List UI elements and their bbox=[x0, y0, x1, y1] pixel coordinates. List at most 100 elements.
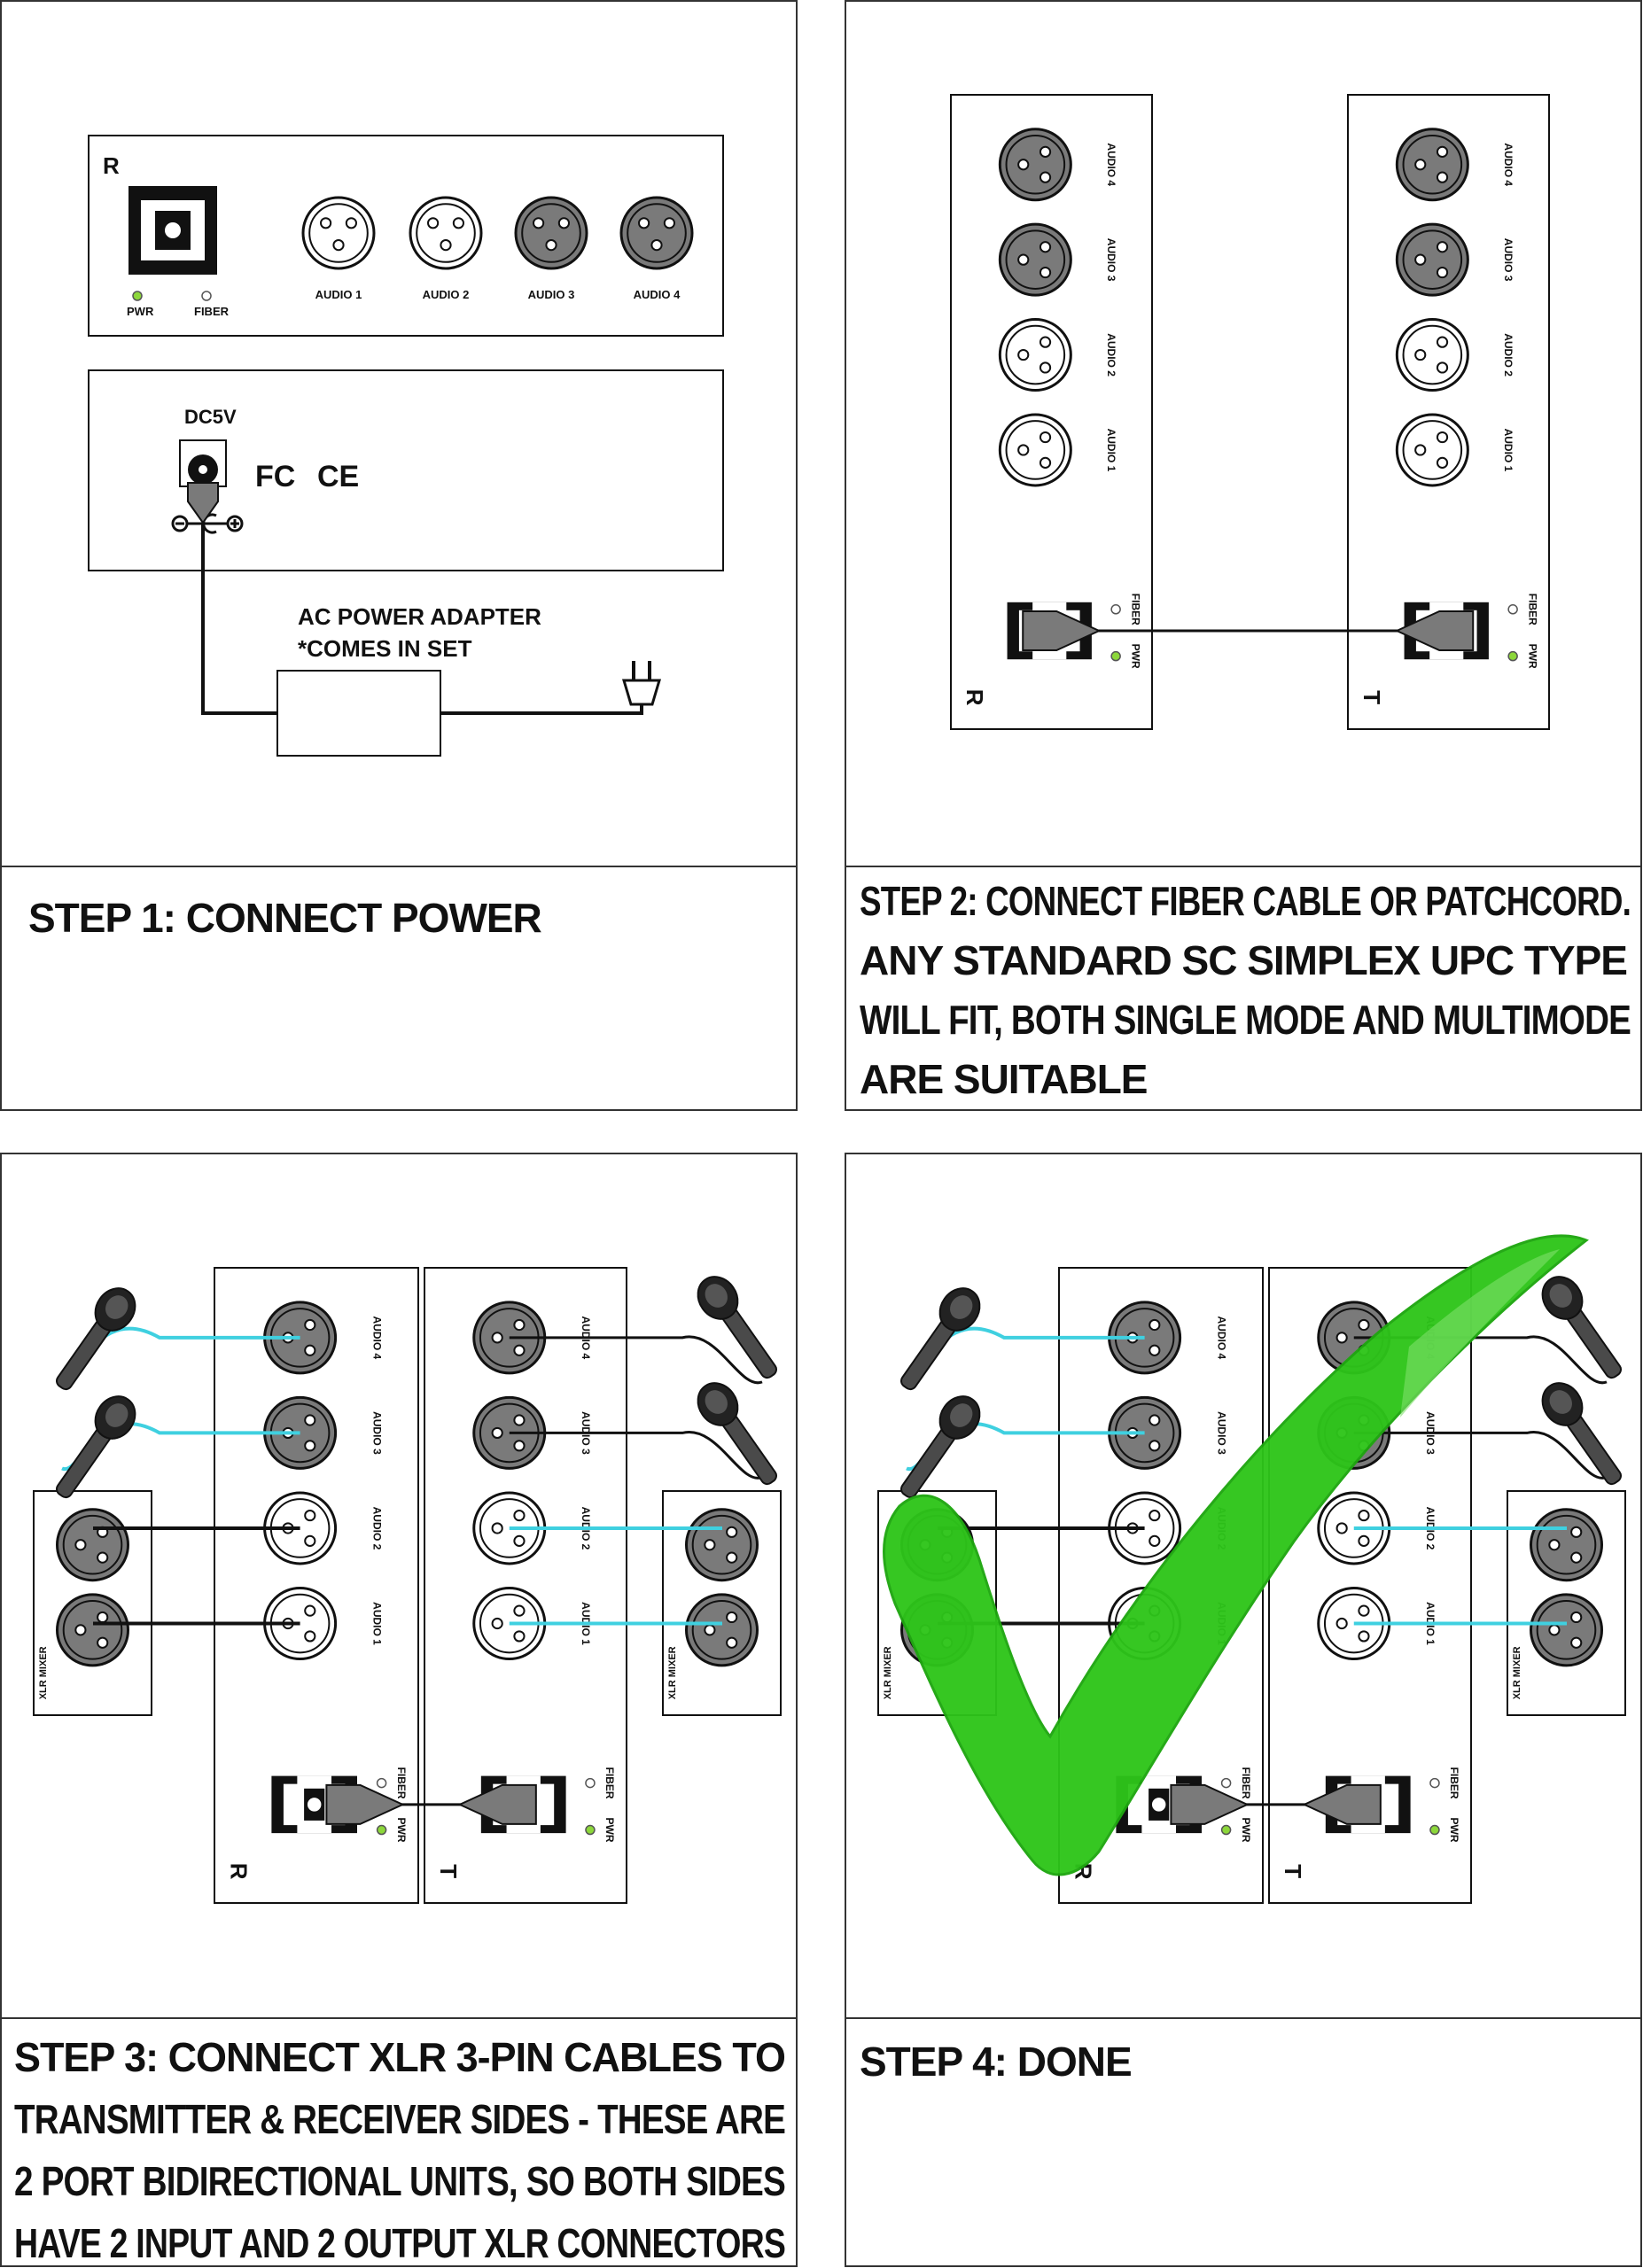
fcc-logo: FC bbox=[255, 460, 295, 493]
mic-grille bbox=[950, 1403, 973, 1427]
xlr-pin bbox=[1039, 336, 1052, 348]
fiber-label: FIBER bbox=[603, 1767, 616, 1799]
xlr-pin bbox=[491, 1522, 503, 1534]
xlr-pin bbox=[74, 1624, 87, 1636]
xlr-body bbox=[1395, 318, 1469, 392]
xlr-pin bbox=[320, 217, 332, 229]
mic-grille bbox=[105, 1295, 128, 1319]
audio-label-2: AUDIO 2 bbox=[1502, 333, 1515, 377]
xlr-pin bbox=[1358, 1509, 1370, 1522]
mixer-label: XLR MIXER bbox=[667, 1646, 678, 1699]
xlr-ring bbox=[1005, 420, 1066, 480]
pwr-led bbox=[1429, 1824, 1440, 1836]
mixer-xlr-2 bbox=[1530, 1593, 1603, 1667]
fiber-plug-receiver bbox=[325, 1783, 405, 1825]
mic-grille bbox=[705, 1284, 728, 1308]
panel-step-3 bbox=[0, 1153, 798, 2267]
xlr-pin bbox=[345, 217, 357, 229]
step-1-caption-line-1: STEP 1: CONNECT POWER bbox=[28, 895, 542, 941]
xlr-pin bbox=[1017, 253, 1030, 266]
fiber-plug-receiver bbox=[1170, 1783, 1250, 1825]
xlr-ring bbox=[1402, 420, 1463, 480]
ce-logo: CE bbox=[317, 460, 359, 493]
xlr-connector-audio-1 bbox=[1395, 413, 1469, 487]
audio-label-2: AUDIO 2 bbox=[1105, 333, 1117, 377]
xlr-pin bbox=[304, 1509, 316, 1522]
pwr-led bbox=[132, 291, 143, 301]
audio-label-4: AUDIO 4 bbox=[1105, 143, 1117, 186]
xlr-connector-audio-3 bbox=[1395, 222, 1469, 297]
fiber-plug-transmitter bbox=[1394, 610, 1475, 652]
fiber-label: FIBER bbox=[1448, 1767, 1460, 1799]
xlr-pin bbox=[491, 1332, 503, 1344]
xlr-body bbox=[56, 1593, 129, 1667]
xlr-pin bbox=[1149, 1318, 1161, 1332]
xlr-ring bbox=[1005, 229, 1066, 290]
xlr-pin bbox=[1358, 1318, 1370, 1332]
xlr-pin bbox=[663, 217, 675, 229]
step-2-caption-line-3: WILL FIT, BOTH SINGLE MODE AND MULTIMODE bbox=[860, 997, 1631, 1043]
xlr-pin bbox=[1335, 1617, 1348, 1630]
xlr-pin bbox=[1570, 1551, 1583, 1564]
pwr-led bbox=[376, 1824, 387, 1836]
audio-label-3: AUDIO 3 bbox=[1215, 1411, 1227, 1455]
step2-fiber-cable bbox=[1022, 610, 1475, 652]
xlr-ring bbox=[1402, 229, 1463, 290]
fiber-led bbox=[376, 1777, 387, 1789]
unit-letter: T bbox=[1359, 690, 1385, 704]
dc-label: DC5V bbox=[184, 406, 237, 428]
xlr-pin bbox=[1548, 1539, 1561, 1551]
audio-label-3: AUDIO 3 bbox=[370, 1411, 383, 1455]
xlr-ring bbox=[691, 1600, 752, 1660]
xlr-pin bbox=[1414, 253, 1427, 266]
xlr-pin bbox=[1149, 1534, 1161, 1547]
xlr-pin bbox=[304, 1318, 316, 1332]
panel-step-4 bbox=[845, 1153, 1642, 2267]
fiber-led bbox=[585, 1777, 596, 1789]
step-2-caption-line-1: STEP 2: CONNECT FIBER CABLE OR PATCHCORD… bbox=[860, 878, 1631, 924]
xlr-pin bbox=[533, 217, 545, 229]
xlr-ring bbox=[1402, 324, 1463, 385]
xlr-pin bbox=[1436, 266, 1449, 279]
step-3-caption-line-3: 2 PORT BIDIRECTIONAL UNITS, SO BOTH SIDE… bbox=[14, 2158, 785, 2204]
xlr-body bbox=[998, 128, 1072, 202]
pwr-label: PWR bbox=[127, 305, 154, 318]
xlr-pin bbox=[1017, 348, 1030, 361]
unit-letter: R bbox=[225, 1863, 252, 1880]
xlr-pin bbox=[1436, 431, 1449, 444]
fiber-label: FIBER bbox=[1129, 594, 1141, 625]
xlr-pin bbox=[513, 1630, 526, 1643]
xlr-pin bbox=[638, 217, 650, 229]
xlr-pin bbox=[1039, 431, 1052, 444]
sc-port-notch bbox=[297, 1775, 332, 1788]
xlr-pin bbox=[513, 1318, 526, 1332]
xlr-pin bbox=[1358, 1630, 1370, 1643]
fiber-label: FIBER bbox=[395, 1767, 408, 1799]
xlr-pin bbox=[1335, 1522, 1348, 1534]
audio-label-2: AUDIO 2 bbox=[423, 288, 470, 301]
audio-label-1: AUDIO 1 bbox=[315, 288, 362, 301]
mic-cable-transmitter-4 bbox=[509, 1335, 763, 1385]
unit-letter: T bbox=[435, 1864, 462, 1878]
pwr-label: PWR bbox=[603, 1818, 616, 1843]
xlr-pin bbox=[1017, 444, 1030, 456]
xlr-pin bbox=[1570, 1526, 1583, 1538]
xlr-pin bbox=[1149, 1414, 1161, 1426]
xlr-pin bbox=[513, 1414, 526, 1426]
audio-label-3: AUDIO 3 bbox=[1105, 238, 1117, 282]
receiver-letter: R bbox=[103, 152, 120, 179]
ac-plug bbox=[621, 679, 662, 706]
xlr-pin bbox=[304, 1414, 316, 1426]
xlr-pin bbox=[1335, 1332, 1348, 1344]
ac-cable bbox=[440, 700, 643, 715]
fiber-led bbox=[201, 291, 212, 301]
xlr-pin bbox=[1436, 336, 1449, 348]
mic-grille bbox=[1549, 1284, 1572, 1308]
xlr-ring bbox=[62, 1600, 123, 1660]
xlr-ring bbox=[691, 1514, 752, 1575]
xlr-pin bbox=[304, 1630, 316, 1643]
xlr-pin bbox=[1414, 348, 1427, 361]
